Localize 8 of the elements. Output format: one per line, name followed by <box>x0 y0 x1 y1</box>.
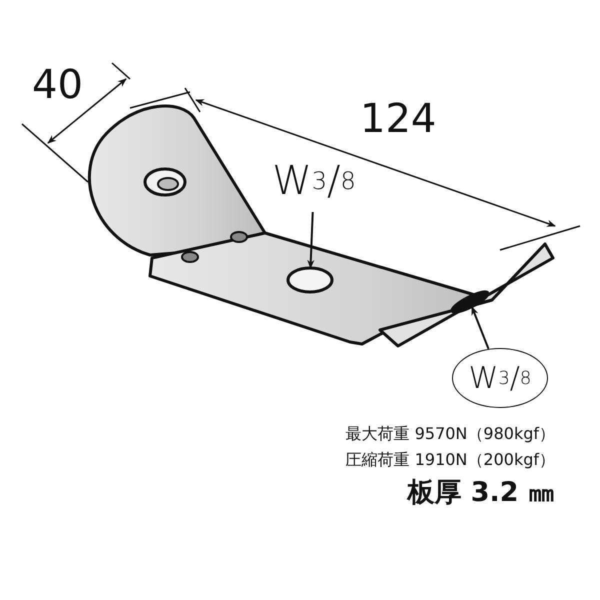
slot-hole <box>450 290 490 314</box>
load-spec: 圧縮荷重 1910N（200kgf） <box>346 450 555 471</box>
thickness-spec: 板厚 3.2 ㎜ <box>407 476 555 510</box>
dimension-value: 124 <box>360 96 436 142</box>
load-spec: 最大荷重 9570N（980kgf） <box>346 424 555 445</box>
dimension-value: 40 <box>32 62 83 108</box>
leader-arrow <box>471 306 490 350</box>
leader-arrow <box>307 212 314 269</box>
